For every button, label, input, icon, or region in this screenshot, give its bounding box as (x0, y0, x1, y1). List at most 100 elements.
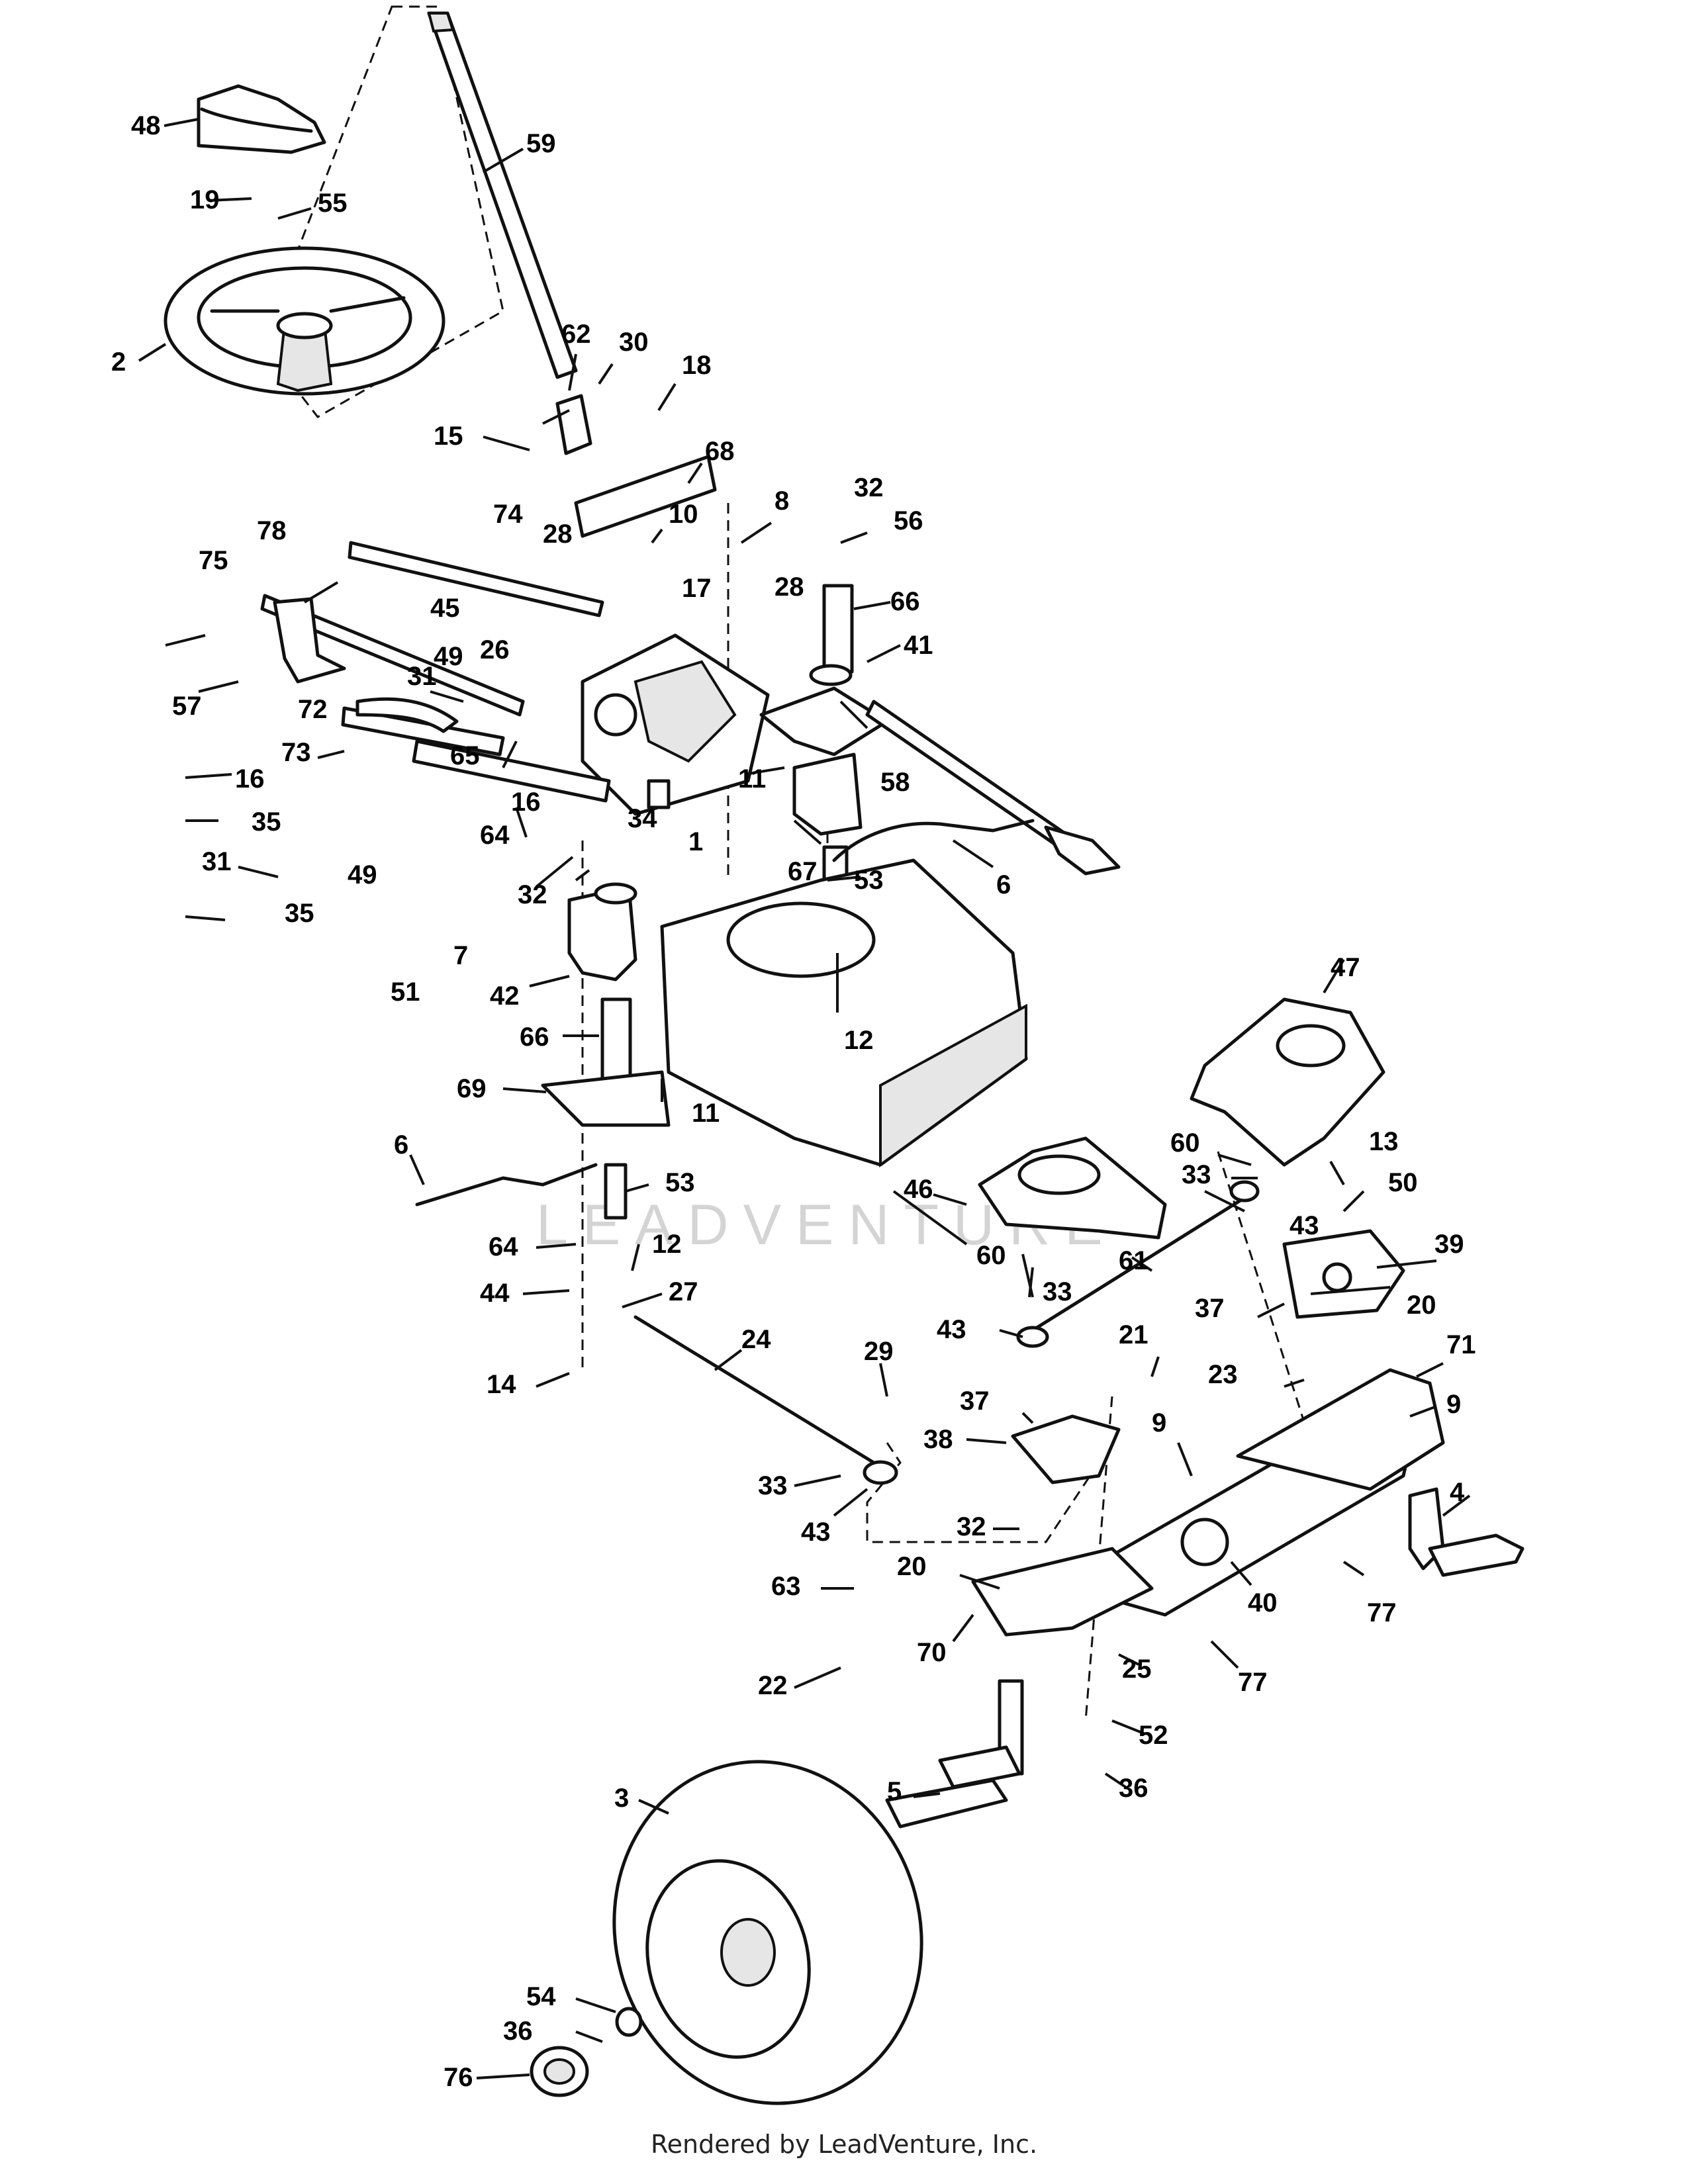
bracket-70 (971, 1547, 1154, 1637)
shift-rods (415, 819, 1035, 1206)
callout-labels: 48 19 55 2 59 62 30 18 15 68 74 78 75 28… (111, 111, 1476, 2092)
callout-24: 24 (741, 1325, 771, 1354)
callout-33c: 33 (1182, 1160, 1211, 1189)
sector-gear-38 (1011, 1414, 1121, 1484)
callout-2: 2 (111, 347, 126, 377)
spindle-5 (885, 1679, 1024, 1829)
callout-59: 59 (526, 129, 556, 158)
callout-48: 48 (131, 111, 161, 140)
callout-57: 57 (172, 692, 202, 721)
callout-26: 26 (480, 635, 510, 664)
callout-19: 19 (190, 185, 220, 214)
callout-64b: 64 (489, 1232, 518, 1261)
callout-6a: 6 (996, 870, 1011, 899)
callout-16b: 16 (511, 788, 541, 817)
callout-37a: 37 (960, 1387, 990, 1416)
steering-shaft (427, 11, 592, 455)
cover-47 (1190, 997, 1385, 1167)
drag-links (260, 541, 611, 803)
callout-46: 46 (904, 1175, 933, 1204)
callout-78: 78 (257, 516, 287, 545)
callout-16a: 16 (235, 764, 265, 794)
bracket-68 (574, 455, 717, 538)
callout-6b: 6 (394, 1130, 408, 1160)
callout-25: 25 (1122, 1655, 1152, 1684)
callout-54: 54 (526, 1982, 556, 2011)
callout-28b: 28 (774, 572, 804, 602)
callout-32a: 32 (854, 473, 884, 502)
callout-28a: 28 (543, 520, 573, 549)
callout-9b: 9 (1446, 1390, 1461, 1419)
callout-65: 65 (450, 741, 480, 770)
callout-69: 69 (457, 1074, 487, 1103)
plate-67 (792, 752, 863, 836)
assembly-dashed-lines (260, 5, 1312, 1721)
callout-74: 74 (493, 500, 523, 529)
callout-18: 18 (682, 351, 712, 380)
callout-75: 75 (199, 546, 228, 575)
callout-10: 10 (669, 500, 698, 529)
callout-23: 23 (1208, 1360, 1238, 1389)
steering-gear-box (581, 633, 770, 816)
callout-55: 55 (318, 189, 348, 218)
leader-lines (138, 118, 1471, 2079)
callout-31a: 31 (407, 662, 437, 691)
callout-76: 76 (444, 2063, 473, 2092)
callout-35a: 35 (252, 807, 281, 837)
callout-36b: 36 (503, 2017, 533, 2046)
callout-3: 3 (614, 1784, 629, 1813)
callout-53a: 53 (854, 866, 884, 895)
callout-5: 5 (887, 1777, 902, 1806)
callout-49b: 49 (348, 860, 377, 889)
callout-61: 61 (1119, 1246, 1149, 1275)
callout-14: 14 (487, 1370, 516, 1399)
callout-30: 30 (619, 328, 649, 357)
callout-32c: 32 (957, 1512, 986, 1541)
plate-69 (541, 1070, 671, 1127)
callout-66b: 66 (520, 1023, 549, 1052)
callout-73: 73 (281, 738, 311, 767)
callout-68: 68 (705, 437, 735, 466)
callout-62: 62 (561, 320, 591, 349)
callout-42: 42 (490, 981, 520, 1011)
callout-39: 39 (1434, 1230, 1464, 1259)
callout-8: 8 (774, 486, 789, 516)
callout-70: 70 (917, 1638, 947, 1667)
callout-49a: 49 (434, 642, 463, 671)
callout-56: 56 (894, 506, 923, 535)
tie-rod-24 (633, 1315, 898, 1485)
callout-60b: 60 (1170, 1128, 1200, 1158)
callout-12b: 12 (652, 1230, 682, 1259)
callout-31b: 31 (202, 847, 232, 876)
pivot-bracket-41 (759, 664, 1121, 876)
callout-77a: 77 (1367, 1598, 1397, 1627)
callout-67: 67 (788, 857, 818, 886)
callout-43b: 43 (937, 1315, 966, 1344)
callout-11a: 11 (738, 764, 766, 794)
washer-54 (615, 2007, 643, 2037)
callout-77b: 77 (1238, 1668, 1268, 1697)
callout-53b: 53 (665, 1168, 695, 1197)
callout-51: 51 (391, 978, 420, 1007)
cover-46 (978, 1136, 1167, 1240)
callout-1: 1 (688, 827, 703, 856)
callout-21: 21 (1119, 1320, 1149, 1349)
callout-37b: 37 (1195, 1294, 1225, 1323)
callout-33b: 33 (1043, 1277, 1072, 1306)
front-axle-40 (1110, 1368, 1445, 1617)
pedal-bracket-42 (567, 882, 637, 981)
callout-15: 15 (434, 422, 463, 451)
footer-credit: Rendered by LeadVenture, Inc. (650, 2130, 1038, 2159)
callout-32b: 32 (518, 880, 547, 909)
callout-58: 58 (880, 768, 910, 797)
callout-47: 47 (1331, 953, 1360, 982)
callout-41: 41 (904, 631, 933, 660)
front-wheel-3 (612, 1760, 923, 2105)
sector-gear-39 (1282, 1229, 1405, 1319)
callout-38: 38 (923, 1425, 953, 1454)
callout-43c: 43 (1289, 1211, 1319, 1240)
callout-66a: 66 (890, 587, 920, 616)
callout-27: 27 (669, 1277, 698, 1306)
callout-72: 72 (298, 695, 328, 724)
